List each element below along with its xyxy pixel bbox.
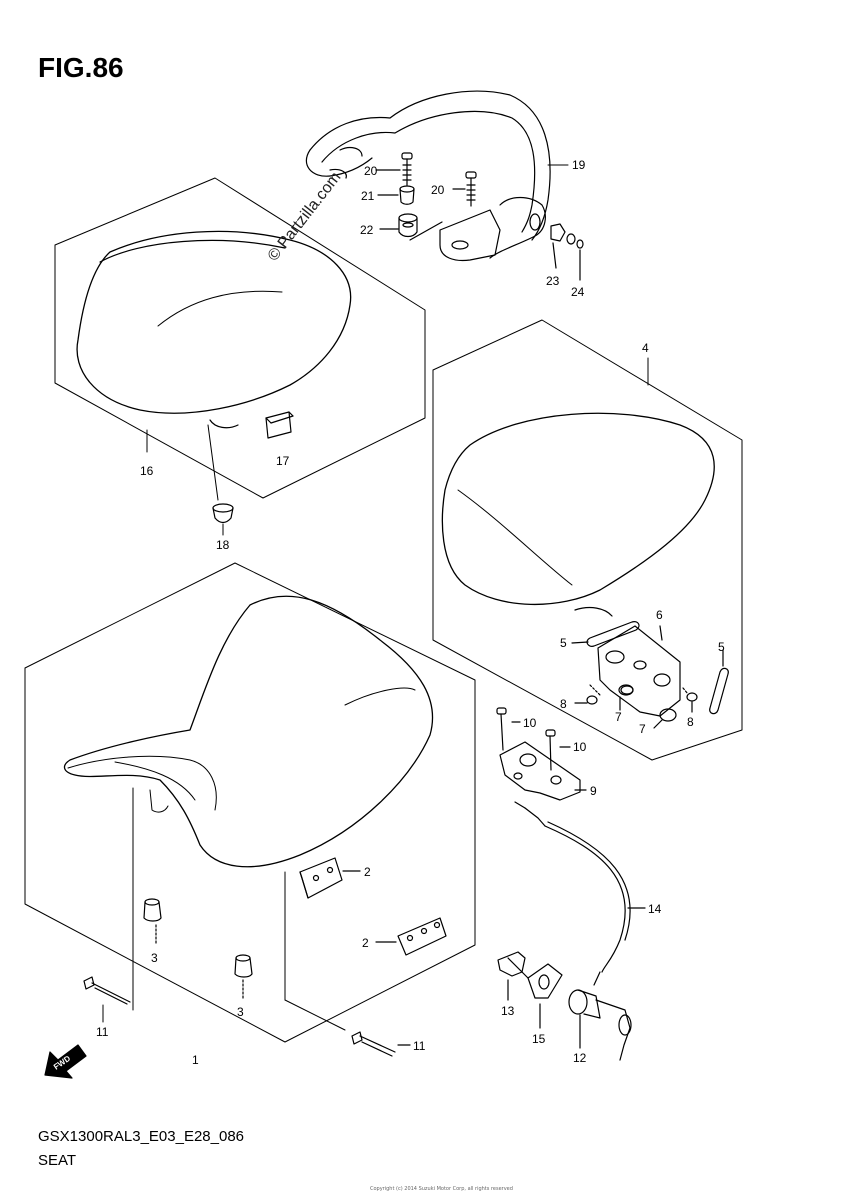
callout-11: 11 bbox=[96, 1025, 109, 1039]
band-5-part-b bbox=[709, 649, 729, 715]
callout-10: 10 bbox=[523, 716, 537, 730]
callout-labels: 1 2 2 3 3 4 5 5 6 7 7 8 8 9 10 10 11 11 … bbox=[96, 158, 725, 1067]
callout-23: 23 bbox=[546, 274, 560, 288]
washer-24-part bbox=[576, 239, 584, 281]
nut-8-part bbox=[574, 684, 601, 705]
callout-8: 8 bbox=[560, 697, 567, 711]
band-5-part bbox=[571, 621, 640, 647]
diagram-name: SEAT bbox=[38, 1152, 77, 1169]
callout-8: 8 bbox=[687, 715, 694, 729]
figure-title: FIG.86 bbox=[38, 52, 124, 83]
copyright-fine-print: Copyright (c) 2014 Suzuki Motor Corp, al… bbox=[370, 1186, 513, 1192]
callout-19: 19 bbox=[572, 158, 586, 172]
damper-7-part bbox=[618, 684, 677, 729]
callout-18: 18 bbox=[216, 538, 230, 552]
pillion-seat-box bbox=[54, 177, 426, 501]
bumper-3-part bbox=[143, 898, 162, 946]
grab-rail-part bbox=[305, 90, 569, 262]
callout-6: 6 bbox=[656, 608, 663, 622]
grommet-22-part bbox=[379, 213, 418, 238]
callout-12: 12 bbox=[573, 1051, 587, 1065]
callout-16: 16 bbox=[140, 464, 154, 478]
callout-4: 4 bbox=[642, 341, 649, 355]
callout-7: 7 bbox=[615, 710, 622, 724]
seat-lock-9-part bbox=[499, 741, 587, 801]
nut-23-part bbox=[550, 223, 576, 269]
callout-20: 20 bbox=[431, 183, 445, 197]
callout-14: 14 bbox=[648, 902, 662, 916]
callout-13: 13 bbox=[501, 1004, 515, 1018]
callout-3: 3 bbox=[237, 1005, 244, 1019]
cushion-2-part-b bbox=[375, 917, 447, 956]
callout-15: 15 bbox=[532, 1032, 546, 1046]
callout-9: 9 bbox=[590, 784, 597, 798]
bolt-11-part-b bbox=[351, 1031, 411, 1057]
callout-3: 3 bbox=[151, 951, 158, 965]
key-cylinder-12-part bbox=[568, 989, 632, 1061]
callout-5: 5 bbox=[560, 636, 567, 650]
grommet-18-part bbox=[212, 503, 234, 536]
callout-1: 1 bbox=[192, 1053, 199, 1067]
cushion-17-part bbox=[265, 411, 294, 439]
bolt-20-part bbox=[375, 152, 413, 186]
callout-17: 17 bbox=[276, 454, 290, 468]
bolt-11-part bbox=[83, 976, 131, 1023]
cushion-2-part bbox=[299, 857, 361, 899]
callout-24: 24 bbox=[571, 285, 585, 299]
lock-bolt-10-part bbox=[496, 707, 521, 751]
callout-11: 11 bbox=[413, 1039, 426, 1053]
callout-21: 21 bbox=[361, 189, 375, 203]
plate-15-part bbox=[527, 963, 563, 1029]
callout-2: 2 bbox=[364, 865, 371, 879]
front-seat-box bbox=[24, 562, 476, 1043]
bolt-20-part-b bbox=[452, 171, 477, 207]
callout-7: 7 bbox=[639, 722, 646, 736]
callout-10: 10 bbox=[573, 740, 587, 754]
callout-20: 20 bbox=[364, 164, 378, 178]
bracket-13-part bbox=[497, 951, 529, 1001]
callout-2: 2 bbox=[362, 936, 369, 950]
cable-14-part bbox=[514, 801, 646, 986]
callout-5: 5 bbox=[718, 640, 725, 654]
diagram-code: GSX1300RAL3_E03_E28_086 bbox=[38, 1128, 245, 1145]
collar-21-part bbox=[377, 185, 415, 205]
callout-22: 22 bbox=[360, 223, 374, 237]
bumper-3-part-b bbox=[234, 954, 253, 1001]
seat-cover-box bbox=[432, 319, 743, 761]
forward-arrow-icon bbox=[44, 1044, 87, 1079]
nut-8-part-b bbox=[682, 687, 698, 713]
lock-bolt-10-part-b bbox=[545, 729, 571, 771]
